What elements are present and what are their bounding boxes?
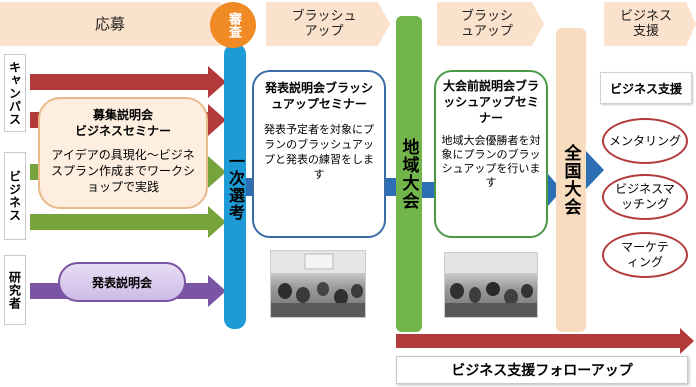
national-tournament-bar: 全国大会 <box>556 28 586 332</box>
header-chevron-support <box>604 2 696 46</box>
header-chevron-brushup1 <box>266 2 390 46</box>
recruit-seminar-body: アイデアの具現化～ビジネスプラン作成までワークショップで実践 <box>50 148 195 194</box>
header-business-support: ビジネス支援 <box>620 9 673 39</box>
presentation-briefing-pill: 発表説明会 <box>58 262 186 302</box>
header-chevron-brushup2 <box>437 2 544 46</box>
recruit-seminar-box: 募集説明会 ビジネスセミナー アイデアの具現化～ビジネスプラン作成までワークショ… <box>38 97 208 209</box>
business-arrow-2 <box>30 206 226 238</box>
support-marketing: マーケティング <box>602 232 688 278</box>
applicant-business: ビジネス <box>4 152 26 240</box>
recruit-seminar-title-1: 募集説明会 <box>92 108 153 122</box>
business-support-label: ビジネス支援 <box>600 72 692 104</box>
workshop-photo-1 <box>270 250 366 318</box>
workshop-photo-2-art <box>445 253 537 317</box>
business-support-followup: ビジネス支援フォローアップ <box>396 356 688 384</box>
header-chevron-oubo <box>0 2 232 46</box>
pre-national-seminar-body: 地域大会優勝者を対象にプランのブラッシュアップを行います <box>441 134 541 189</box>
regional-tournament-bar: 地域大会 <box>396 16 422 332</box>
header-brushup-2: ブラッシュアップ <box>460 9 513 39</box>
brushup-seminar-body: 発表予定者を対象にプランのブラッシュアップと発表の練習をします <box>264 123 374 181</box>
support-pointer <box>585 150 604 190</box>
shinsa-badge: 審査 <box>210 2 256 48</box>
first-selection-bar: 一次選考 <box>224 44 246 329</box>
support-business-matching: ビジネスマッチング <box>602 174 688 220</box>
brushup-seminar-title: 発表説明会ブラッシュアップセミナー <box>264 81 373 111</box>
applicant-campus: キャンパス <box>4 54 26 132</box>
brushup-seminar-box: 発表説明会ブラッシュアップセミナー 発表予定者を対象にプランのブラッシュアップと… <box>252 70 386 238</box>
pre-national-seminar-title: 大会前説明会ブラッシュアップセミナー <box>442 79 539 125</box>
shinsa-label: 審査 <box>226 12 241 38</box>
workshop-photo-1-art <box>271 251 365 317</box>
workshop-photo-2 <box>444 252 538 318</box>
followup-arrow <box>396 328 694 354</box>
support-mentoring: メンタリング <box>602 118 688 164</box>
header-brushup-1: ブラッシュアップ <box>291 9 357 39</box>
recruit-seminar-title-2: ビジネスセミナー <box>74 124 171 138</box>
campus-arrow-1 <box>30 66 226 98</box>
applicant-researcher: 研究者 <box>4 255 26 325</box>
pre-national-seminar-box: 大会前説明会ブラッシュアップセミナー 地域大会優勝者を対象にプランのブラッシュア… <box>434 70 548 238</box>
header-oubo: 応募 <box>94 14 125 33</box>
